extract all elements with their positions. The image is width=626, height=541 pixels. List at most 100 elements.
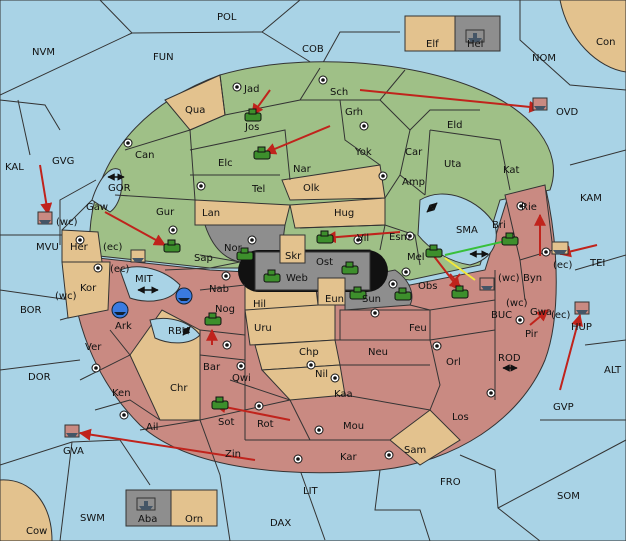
- label-OVD: OVD: [556, 107, 579, 118]
- supply-center-icon: [384, 450, 394, 460]
- label-Chr: Chr: [170, 383, 188, 394]
- fleet-icon[interactable]: [479, 277, 495, 291]
- label-Rie: Rie: [521, 202, 537, 213]
- label-Kar: Kar: [340, 452, 358, 463]
- label-Obs: Obs: [418, 281, 437, 292]
- label-ALT: ALT: [604, 365, 622, 376]
- province-Sam[interactable]: [389, 409, 461, 466]
- supply-center-icon: [232, 82, 242, 92]
- label-Jad: Jad: [243, 84, 259, 95]
- label-Los: Los: [452, 412, 469, 423]
- fleet-icon[interactable]: [111, 301, 129, 319]
- fleet-icon[interactable]: [37, 211, 53, 225]
- army-icon[interactable]: [244, 108, 262, 122]
- army-icon[interactable]: [316, 230, 334, 244]
- supply-center-icon: [123, 138, 133, 148]
- supply-center-icon: [378, 171, 388, 181]
- army-icon[interactable]: [425, 244, 443, 258]
- fleet-icon[interactable]: [136, 497, 156, 511]
- label-Bri: Bri: [492, 220, 506, 231]
- army-icon[interactable]: [204, 312, 222, 326]
- label-Elf: Elf: [426, 39, 439, 50]
- army-icon[interactable]: [501, 232, 519, 246]
- label-Nar: Nar: [293, 164, 312, 175]
- label-Mel: Mel: [407, 252, 425, 263]
- army-icon[interactable]: [236, 247, 254, 261]
- province-Skr-box[interactable]: [279, 234, 306, 264]
- army-icon[interactable]: [211, 396, 229, 410]
- label-Kaa: Kaa: [334, 389, 353, 400]
- label-Sap: Sap: [194, 253, 213, 264]
- label-gwa-wc: (wc): [506, 298, 528, 309]
- label-Ken: Ken: [112, 388, 131, 399]
- label-Eun: Eun: [325, 294, 344, 305]
- supply-center-icon: [388, 279, 398, 289]
- label-Rot: Rot: [257, 419, 274, 430]
- province-Elf[interactable]: [404, 15, 456, 52]
- supply-center-icon: [401, 267, 411, 277]
- army-icon[interactable]: [163, 239, 181, 253]
- army-icon[interactable]: [341, 261, 359, 275]
- label-Gur: Gur: [156, 207, 175, 218]
- supply-center-icon: [254, 401, 264, 411]
- supply-center-icon: [370, 308, 380, 318]
- province-Hel[interactable]: [454, 15, 501, 52]
- label-POL: POL: [217, 12, 237, 23]
- supply-center-icon: [168, 225, 178, 235]
- army-icon[interactable]: [394, 287, 412, 301]
- label-Gaw: Gaw: [86, 202, 108, 213]
- label-her-ec: (ec): [103, 242, 123, 253]
- province-Eun-box[interactable]: [317, 277, 346, 306]
- label-Uru: Uru: [254, 323, 272, 334]
- supply-center-icon: [318, 75, 328, 85]
- label-KAM: KAM: [580, 193, 602, 204]
- province-Kor[interactable]: [61, 261, 111, 319]
- label-NVM: NVM: [32, 47, 55, 58]
- label-kor-wc: (wc): [55, 291, 77, 302]
- label-Esm: Esm: [389, 232, 410, 243]
- supply-center-icon: [516, 201, 526, 211]
- province-borders: [61, 67, 526, 476]
- label-Ost: Ost: [316, 257, 333, 268]
- fleet-icon[interactable]: [551, 241, 569, 255]
- supply-center-icon: [93, 263, 103, 273]
- label-Can: Can: [135, 150, 154, 161]
- label-Qua: Qua: [185, 105, 205, 116]
- label-Orl: Orl: [446, 357, 461, 368]
- supply-center-icon: [119, 410, 129, 420]
- label-Hil: Hil: [253, 299, 266, 310]
- label-SMA: SMA: [456, 225, 478, 236]
- label-Aba: Aba: [138, 514, 157, 525]
- army-icon[interactable]: [263, 269, 281, 283]
- fleet-icon[interactable]: [574, 301, 590, 315]
- fleet-icon[interactable]: [175, 287, 193, 305]
- label-Yok: Yok: [354, 147, 372, 158]
- label-tei-ec: (ec): [553, 260, 573, 271]
- label-Her: Her: [70, 242, 89, 253]
- label-ROD: ROD: [498, 353, 521, 364]
- fleet-icon[interactable]: [532, 97, 548, 111]
- fleet-icon[interactable]: [130, 249, 146, 263]
- label-COB: COB: [302, 44, 324, 55]
- army-icon[interactable]: [451, 285, 469, 299]
- fleet-icon[interactable]: [465, 29, 485, 43]
- label-Jos: Jos: [244, 122, 259, 133]
- army-icon[interactable]: [349, 286, 367, 300]
- fleet-icon[interactable]: [64, 424, 80, 438]
- label-GOR: GOR: [108, 183, 131, 194]
- label-Tel: Tel: [251, 184, 265, 195]
- label-Hel: Hel: [467, 39, 483, 50]
- label-DAX: DAX: [270, 518, 291, 529]
- lake-RBU[interactable]: [149, 317, 201, 344]
- label-Bar: Bar: [203, 362, 221, 373]
- province-Orn[interactable]: [170, 489, 218, 527]
- label-Kat: Kat: [503, 165, 520, 176]
- lake-MIT[interactable]: [119, 266, 181, 302]
- label-mvu-wc: (wc): [56, 217, 78, 228]
- supply-center-icon: [236, 361, 246, 371]
- label-BUC: BUC: [491, 310, 512, 321]
- label-GVA: GVA: [63, 446, 84, 457]
- army-icon[interactable]: [253, 146, 271, 160]
- supply-center-icon: [306, 360, 316, 370]
- label-TEI: TEI: [589, 258, 605, 269]
